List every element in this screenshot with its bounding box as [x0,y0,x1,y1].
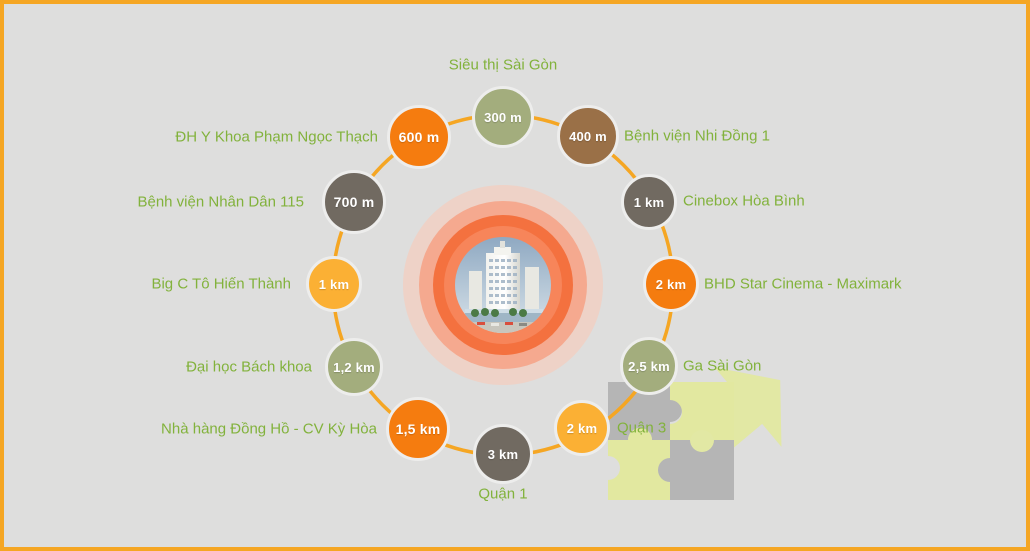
label-dh-y-khoa-pham-ngoc-thach: ĐH Y Khoa Phạm Ngọc Thạch [175,128,378,146]
node-dh-y-khoa-pham-ngoc-thach[interactable]: 600 m [387,105,451,169]
project-building-photo [455,237,551,333]
node-distance: 700 m [333,194,375,210]
label-ga-sai-gon: Ga Sài Gòn [683,357,762,375]
node-distance: 1,5 km [395,421,441,437]
node-distance: 2 km [655,276,687,292]
label-benh-vien-nhi-dong-1: Bệnh viện Nhi Đồng 1 [624,127,770,145]
node-distance: 400 m [569,128,607,144]
node-nha-hang-dong-ho-cv-ky-hoa[interactable]: 1,5 km [386,397,450,461]
node-distance: 2 km [566,420,598,436]
node-big-c-to-hien-thanh[interactable]: 1 km [306,256,362,312]
node-distance: 1 km [633,194,665,210]
label-nha-hang-dong-ho-cv-ky-hoa: Nhà hàng Đồng Hồ - CV Kỳ Hòa [161,420,377,438]
label-sieu-thi-sai-gon: Siêu thị Sài Gòn [448,56,558,74]
label-quan-3: Quận 3 [617,419,667,437]
center-emblem [403,185,603,385]
label-big-c-to-hien-thanh: Big C Tô Hiến Thành [151,275,291,293]
node-benh-vien-nhi-dong-1[interactable]: 400 m [557,105,619,167]
node-benh-vien-nhan-dan-115[interactable]: 700 m [322,170,386,234]
infographic-canvas: 300 m Siêu thị Sài Gòn 600 m ĐH Y Khoa P… [4,4,1026,547]
node-distance: 1,2 km [333,359,375,375]
node-distance: 600 m [398,129,440,145]
node-quan-3[interactable]: 2 km [554,400,610,456]
node-distance: 3 km [487,446,519,462]
label-benh-vien-nhan-dan-115: Bệnh viện Nhân Dân 115 [137,193,304,211]
label-cinebox-hoa-binh: Cinebox Hòa Bình [683,192,805,210]
label-bhd-star-cinema-maximark: BHD Star Cinema - Maximark [704,275,902,293]
node-bhd-star-cinema-maximark[interactable]: 2 km [643,256,699,312]
label-quan-1: Quận 1 [478,485,528,503]
node-quan-1[interactable]: 3 km [473,424,533,484]
node-distance: 300 m [484,109,522,125]
node-distance: 2,5 km [628,358,670,374]
node-dai-hoc-bach-khoa[interactable]: 1,2 km [325,338,383,396]
node-sieu-thi-sai-gon[interactable]: 300 m [472,86,534,148]
node-ga-sai-gon[interactable]: 2,5 km [620,337,678,395]
label-dai-hoc-bach-khoa: Đại học Bách khoa [186,358,312,376]
node-cinebox-hoa-binh[interactable]: 1 km [621,174,677,230]
node-distance: 1 km [318,276,350,292]
